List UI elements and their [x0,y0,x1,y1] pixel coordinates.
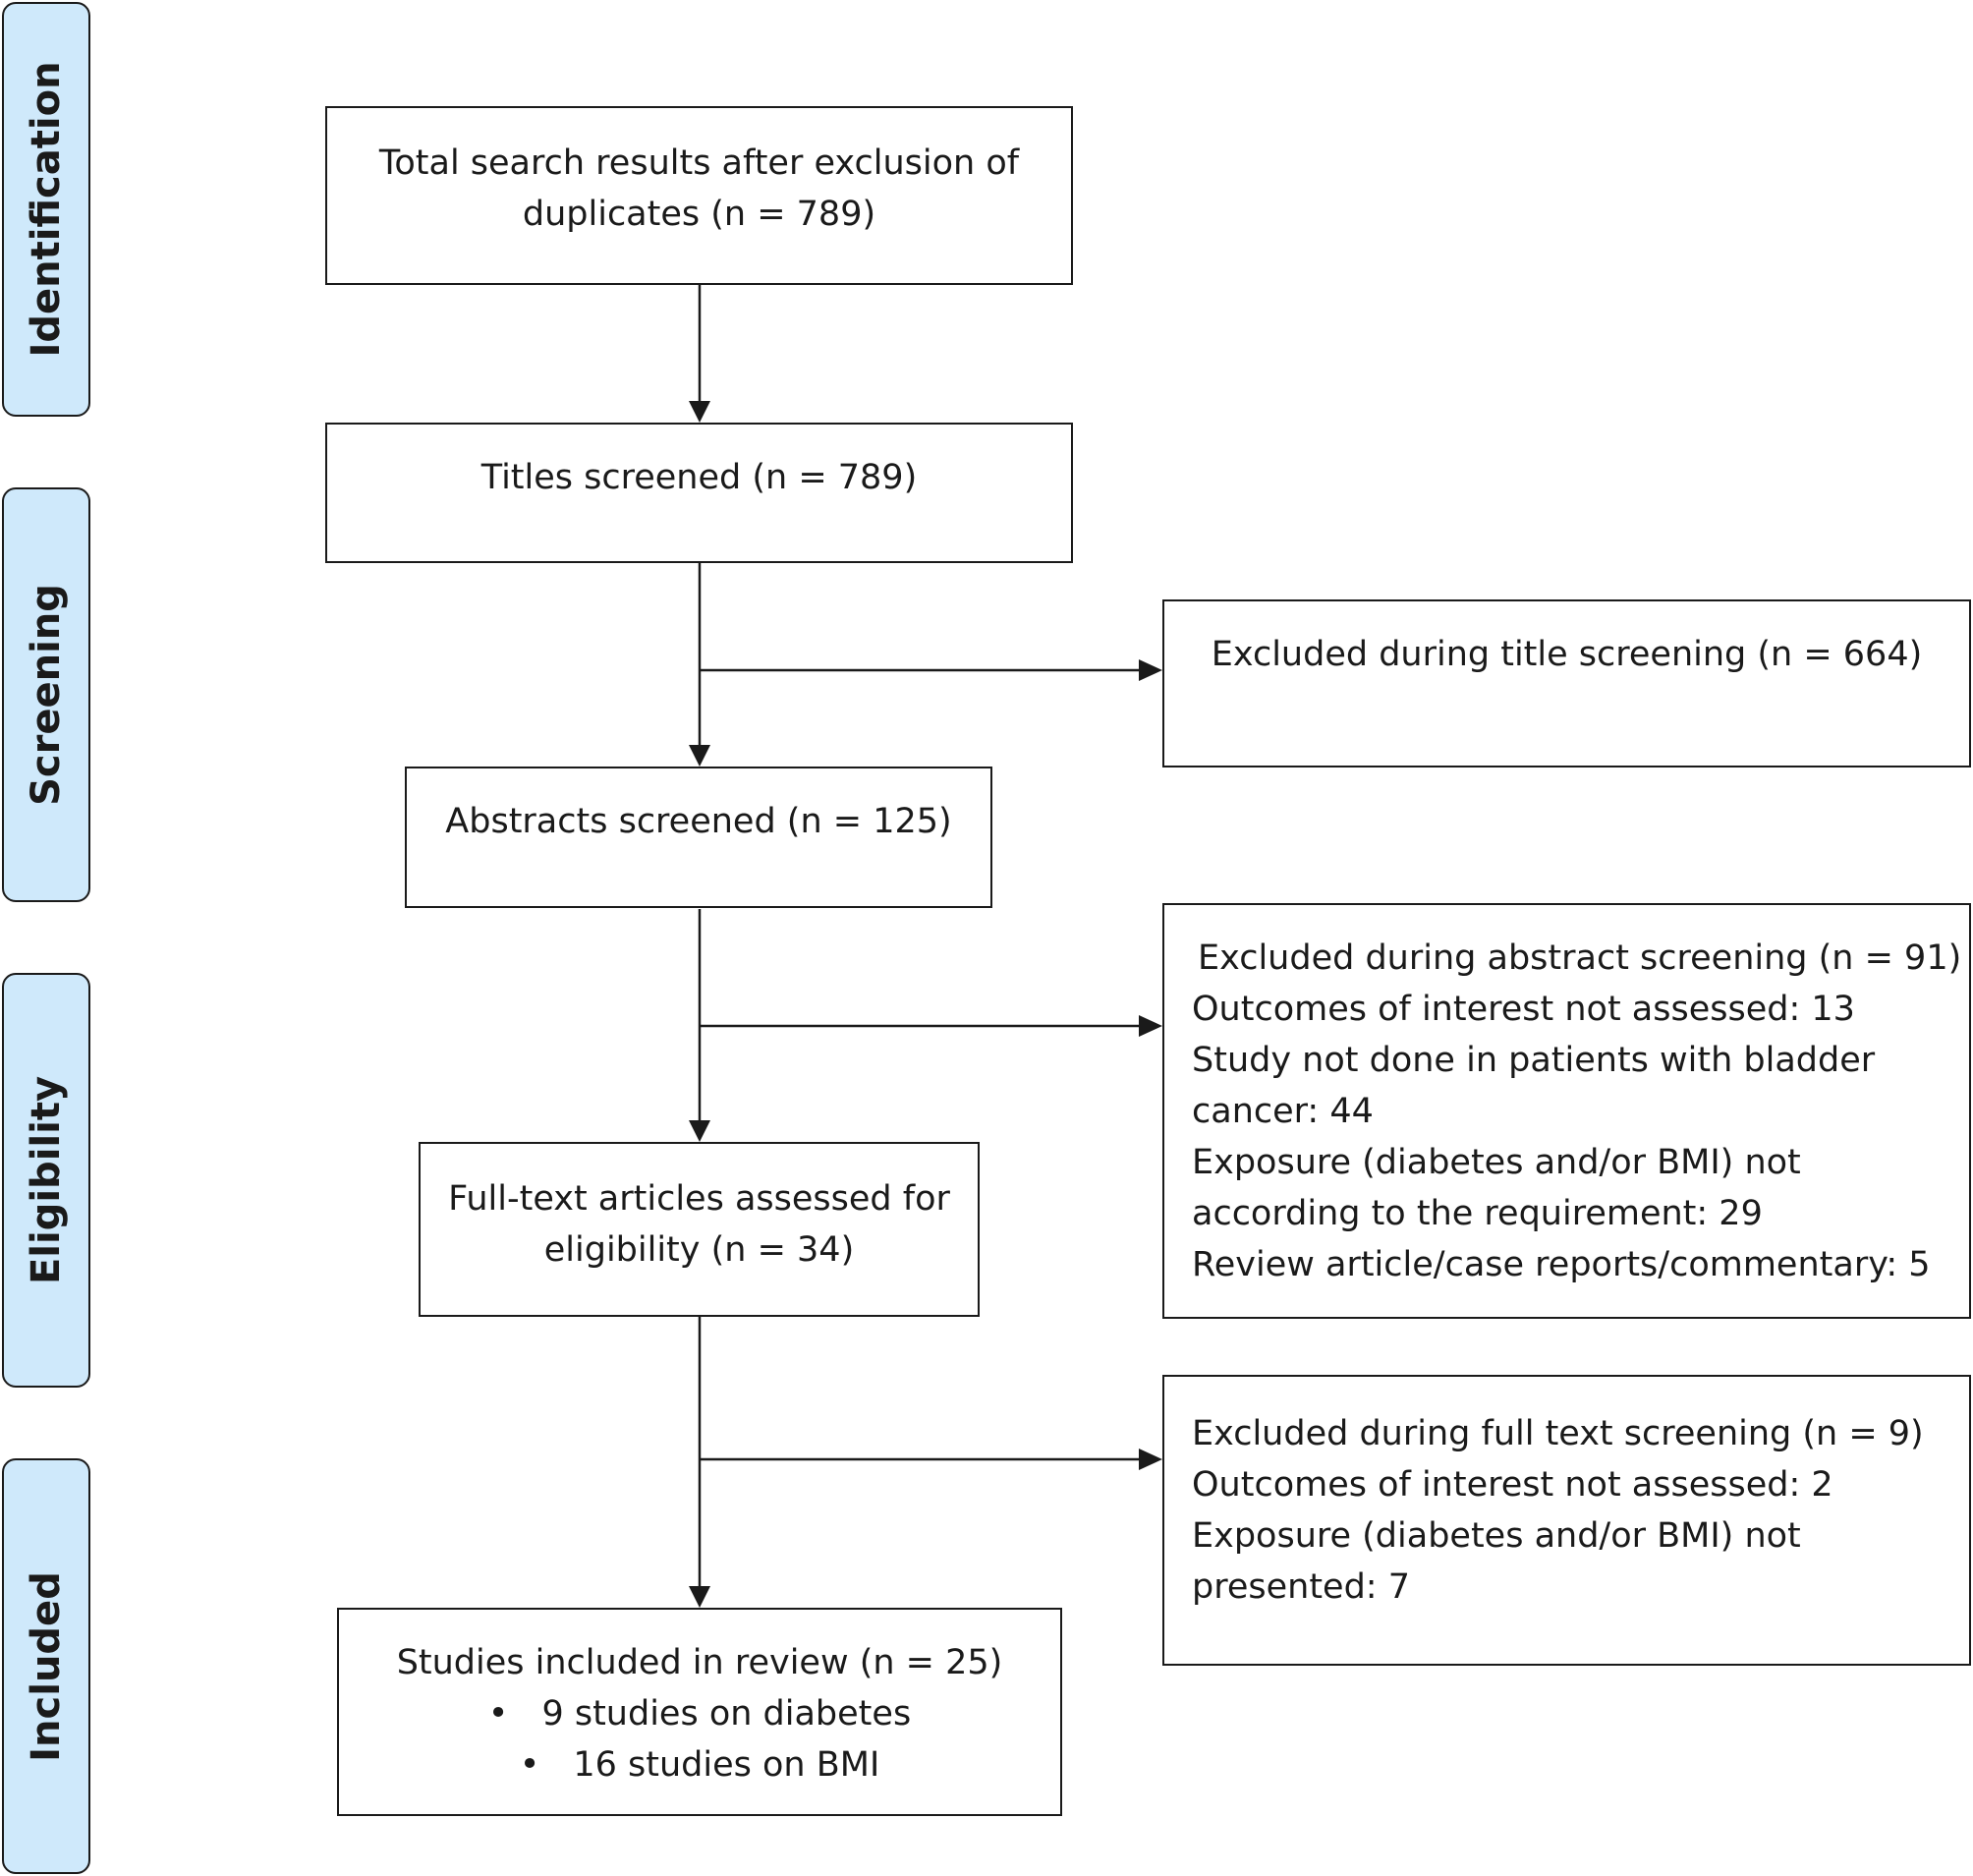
exclusion-reason: Outcomes of interest not assessed: 2 [1192,1465,1833,1505]
box-text-line: eligibility (n = 34) [543,1230,855,1270]
box-excluded-abstract: Excluded during abstract screening (n = … [1162,903,1971,1319]
box-excluded-fulltext: Excluded during full text screening (n =… [1162,1375,1971,1666]
stage-tab-included: Included [2,1458,90,1874]
box-text-line: duplicates (n = 789) [522,195,876,234]
bullet-text: 16 studies on BMI [573,1745,880,1785]
box-text-line: Full-text articles assessed for [448,1179,950,1219]
arrowhead-down [689,1120,710,1142]
stage-tab-eligibility: Eligibility [2,973,90,1388]
box-text-line: Excluded during title screening (n = 664… [1211,635,1923,674]
box-titles-screened: Titles screened (n = 789) [325,423,1073,563]
bullet-icon: • [519,1745,540,1785]
bullet-icon: • [487,1694,509,1734]
arrowhead-down [689,745,710,767]
included-bullet-item: • 9 studies on diabetes [339,1688,1060,1739]
exclusion-reason: Study not done in patients with bladder [1192,1041,1876,1080]
included-bullet-item: • 16 studies on BMI [339,1739,1060,1791]
box-fulltext-assessed: Full-text articles assessed for eligibil… [419,1142,980,1317]
box-abstracts-screened: Abstracts screened (n = 125) [405,767,992,908]
excluded-fulltext-title: Excluded during full text screening (n =… [1192,1414,1924,1453]
stage-tab-screening: Screening [2,487,90,902]
box-included: Studies included in review (n = 25) •9 s… [337,1608,1062,1816]
exclusion-reason: Exposure (diabetes and/or BMI) not [1192,1516,1801,1556]
arrowhead-right [1139,1449,1162,1470]
included-title: Studies included in review (n = 25) [396,1643,1003,1682]
arrowhead-down [689,401,710,423]
exclusion-reason: presented: 7 [1192,1567,1410,1607]
exclusion-reason: Exposure (diabetes and/or BMI) not [1192,1143,1801,1182]
arrowhead-right [1139,1015,1162,1037]
box-text-line: Titles screened (n = 789) [480,458,918,497]
box-text-line: Total search results after exclusion of [378,143,1020,183]
exclusion-reason: Review article/case reports/commentary: … [1192,1245,1931,1284]
arrowhead-right [1139,659,1162,681]
box-excluded-title: Excluded during title screening (n = 664… [1162,599,1971,767]
exclusion-reason: cancer: 44 [1192,1092,1374,1131]
box-total-search: Total search results after exclusion of … [325,106,1073,285]
bullet-text: 9 studies on diabetes [541,1694,912,1734]
exclusion-reason: Outcomes of interest not assessed: 13 [1192,990,1855,1029]
stage-tab-identification: Identification [2,2,90,417]
box-text-line: Abstracts screened (n = 125) [445,802,952,841]
arrowhead-down [689,1586,710,1608]
exclusion-reason: according to the requirement: 29 [1192,1194,1763,1233]
excluded-abstract-title: Excluded during abstract screening (n = … [1198,938,1962,978]
